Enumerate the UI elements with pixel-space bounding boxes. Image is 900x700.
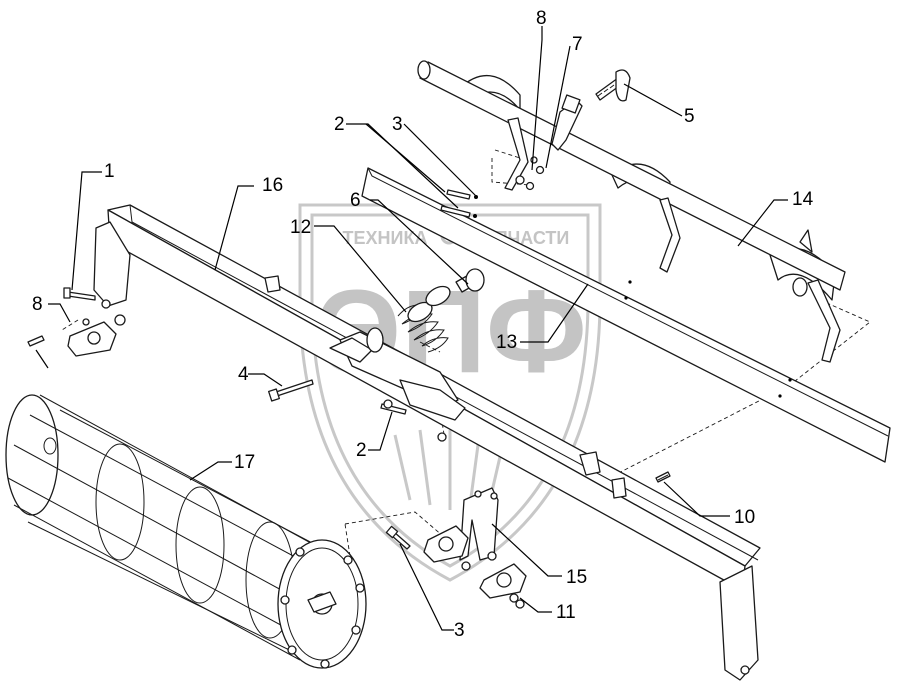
- bolt-3-lower: [385, 525, 411, 550]
- watermark-shield-inner: [310, 213, 590, 568]
- tine: [504, 117, 529, 191]
- angle-bar-13: [361, 167, 891, 463]
- callout-3-top: 3: [392, 114, 403, 135]
- frame-end-plate-left: [93, 221, 131, 307]
- part-15-bracket: [459, 487, 499, 571]
- tine: [807, 279, 841, 363]
- bolt-1: [67, 291, 96, 301]
- callout-labels: 1 2 3 8 7 5 6 12 16 13 14 4 8 2 17 10 15…: [32, 8, 814, 641]
- callout-16: 16: [262, 175, 283, 196]
- callout-6: 6: [350, 190, 361, 211]
- watermark-shield: [298, 203, 602, 582]
- callout-1: 1: [104, 161, 115, 182]
- pin-10: [655, 471, 671, 483]
- callout-11: 11: [556, 602, 576, 623]
- callout-8-left: 8: [32, 294, 43, 315]
- tine: [659, 197, 681, 273]
- callout-3-lower: 3: [454, 620, 465, 641]
- part-6-spring-rod: [366, 268, 485, 353]
- bearing-flange-center: [423, 525, 469, 563]
- callout-12: 12: [290, 217, 311, 238]
- tine-mount-bracket: [799, 229, 813, 253]
- part-11-bearing: [479, 563, 527, 609]
- watermark-wheat: [393, 429, 507, 510]
- callout-leaders: [35, 26, 788, 631]
- frame-end-plate-right: [719, 565, 759, 681]
- callout-2-center: 2: [356, 440, 367, 461]
- callout-15: 15: [566, 567, 587, 588]
- part-12-spring: [397, 285, 451, 353]
- part-5-linchpin: [595, 69, 631, 102]
- callout-13: 13: [496, 332, 517, 353]
- left-small-parts: [27, 287, 126, 357]
- pin-left: [27, 335, 45, 347]
- callout-2-top: 2: [334, 114, 345, 135]
- callout-8-top: 8: [536, 8, 547, 29]
- callout-4: 4: [238, 364, 249, 385]
- bolt-4: [268, 379, 314, 402]
- callout-7: 7: [572, 34, 583, 55]
- callout-17: 17: [234, 452, 255, 473]
- bolt-2-center: [380, 399, 407, 415]
- callout-5: 5: [684, 106, 695, 127]
- part-17-roller-cage: [5, 394, 367, 669]
- part-14-tine-bar: [417, 60, 846, 363]
- part-13-angle-bar: [361, 167, 891, 463]
- watermark-company-text: ТЕХНИКА: [343, 228, 428, 248]
- callout-14: 14: [792, 189, 814, 210]
- cage-end-left: [5, 394, 59, 516]
- small-bolts-top: [440, 156, 545, 218]
- callout-10: 10: [734, 507, 755, 528]
